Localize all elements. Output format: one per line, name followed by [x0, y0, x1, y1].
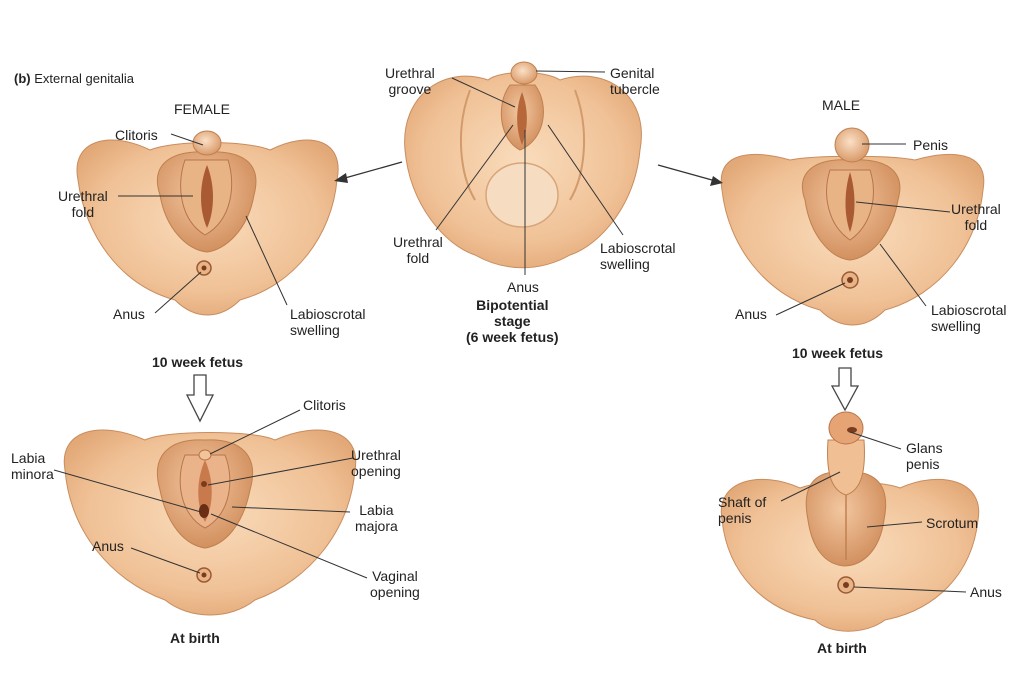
- mb-shaft-label: Shaft of penis: [718, 494, 767, 526]
- bipotential-stage-caption: Bipotential stage (6 week fetus): [466, 297, 559, 345]
- fb-labia-minora-label: Labia minora: [11, 450, 54, 482]
- bip-urethral-groove-label: Urethral groove: [385, 65, 435, 97]
- bip-urethral-fold-label: Urethral fold: [393, 234, 443, 266]
- male-header: MALE: [822, 97, 861, 113]
- figure-caption: (b) External genitalia: [14, 71, 134, 87]
- female-header: FEMALE: [174, 101, 231, 117]
- fb-clitoris-label: Clitoris: [303, 397, 346, 413]
- m10-penis-label: Penis: [913, 137, 949, 153]
- bipotential-stage-drawing: [404, 61, 642, 269]
- female-10-week-drawing: [76, 130, 339, 316]
- female-at-birth-drawing: [63, 429, 357, 616]
- male-10-week-caption: 10 week fetus: [792, 345, 884, 361]
- fb-urethral-opening-label: Urethral opening: [351, 447, 401, 479]
- mb-glans-penis-label: Glans penis: [906, 440, 943, 472]
- male-at-birth-caption: At birth: [817, 640, 867, 656]
- f10-labioscrotal-label: Labioscrotal swelling: [290, 306, 366, 338]
- female-at-birth-caption: At birth: [170, 630, 220, 646]
- caption-prefix: (b): [14, 71, 31, 86]
- leader-lines: [53, 70, 967, 593]
- fb-vaginal-opening-label: Vaginal opening: [370, 568, 420, 600]
- bipotential-to-female-arrow: [334, 161, 403, 183]
- female-down-arrow: [185, 374, 215, 423]
- female-10-week-caption: 10 week fetus: [152, 354, 244, 370]
- m10-urethral-fold-label: Urethral fold: [951, 201, 1001, 233]
- bip-labioscrotal-label: Labioscrotal swelling: [600, 240, 676, 272]
- m10-labioscrotal-label: Labioscrotal swelling: [931, 302, 1007, 334]
- fb-labia-majora-label: Labia majora: [355, 502, 398, 534]
- f10-clitoris-label: Clitoris: [115, 127, 158, 143]
- bip-genital-tubercle-label: Genital tubercle: [610, 65, 660, 97]
- mb-scrotum-label: Scrotum: [926, 515, 979, 531]
- bip-anus-label: Anus: [507, 279, 539, 295]
- caption-text: External genitalia: [34, 71, 134, 86]
- f10-anus-label: Anus: [113, 306, 145, 322]
- bipotential-to-male-arrow: [657, 164, 723, 186]
- f10-urethral-fold-label: Urethral fold: [58, 188, 108, 220]
- male-10-week-drawing: [720, 127, 985, 326]
- fb-anus-label: Anus: [92, 538, 124, 554]
- m10-anus-label: Anus: [735, 306, 767, 322]
- male-at-birth-drawing: [720, 411, 980, 632]
- male-down-arrow: [830, 367, 860, 412]
- mb-anus-label: Anus: [970, 584, 1002, 600]
